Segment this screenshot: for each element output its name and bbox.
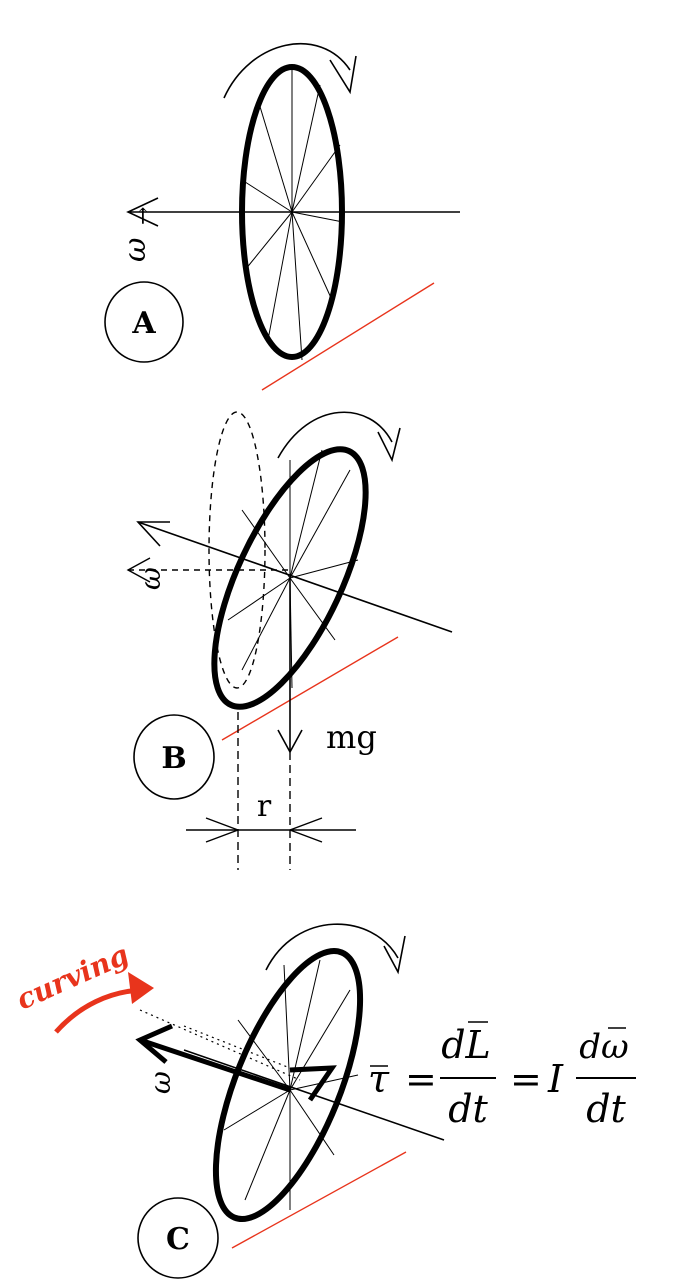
dashed-omega-arrowhead-b: [126, 557, 151, 583]
torque-arrow-c: [289, 1065, 337, 1102]
ground-line-a: [261, 282, 435, 391]
curving-label-c: curving: [11, 938, 133, 1017]
rotation-arrowhead-a: [329, 55, 357, 95]
equation-c: τ = dL dt = I dω dt: [368, 1021, 636, 1131]
panel-label-a: A: [131, 306, 156, 341]
equation-dL: dL: [441, 1023, 491, 1067]
omega-label-a: ω: [118, 238, 153, 262]
dotted-guide-upper-c: [139, 1009, 301, 1081]
omega-arrow-a: →: [131, 207, 156, 225]
equation-dt-2: dt: [586, 1087, 626, 1131]
ground-line-c: [231, 1151, 407, 1249]
equation-tau: τ: [368, 1057, 390, 1101]
wheel-rim-a: [239, 64, 345, 360]
rotation-arrowhead-c: [383, 935, 406, 975]
equation-domega: dω: [579, 1027, 629, 1067]
rotation-arrowhead-b: [377, 427, 401, 463]
equation-I: I: [547, 1057, 564, 1101]
weight-label-b: mg: [326, 718, 377, 756]
omega-label-b: ω: [134, 567, 167, 590]
axle-arrowhead-a: [126, 197, 159, 227]
dimension-arrow-left-b: [205, 817, 240, 843]
rotation-arc-a: [223, 43, 351, 99]
wheel-rim-c: [212, 947, 364, 1223]
panel-label-circle-c: [137, 1197, 219, 1279]
spokes-c: [223, 959, 359, 1210]
dimension-arrow-right-b: [288, 817, 323, 843]
omega-vector-c: [139, 1037, 291, 1093]
panel-label-b: B: [161, 741, 186, 776]
panel-c: curving ω: [11, 923, 636, 1279]
panel-b: mg ω r B: [126, 411, 453, 870]
dotted-guide-lower-c: [183, 1025, 301, 1073]
panel-label-c: C: [166, 1222, 190, 1257]
curving-arrowhead-c: [128, 972, 154, 1004]
equation-equals-1: =: [405, 1057, 437, 1101]
axle-arrowhead-b: [136, 521, 170, 547]
panel-a: ω → A: [104, 43, 460, 391]
previous-wheel-position-b: [208, 411, 266, 689]
spokes-a: [241, 70, 344, 361]
rotation-arc-c: [265, 923, 399, 971]
wheel-rim-b: [211, 446, 369, 710]
rotation-arc-b: [277, 411, 393, 459]
equation-dt-1: dt: [448, 1087, 488, 1131]
omega-label-c: ω: [144, 1071, 177, 1094]
radius-label-b: r: [257, 789, 272, 824]
spokes-b: [227, 449, 359, 689]
panel-label-circle-b: [133, 714, 215, 800]
panel-label-circle-a: [104, 281, 184, 363]
ground-line-b: [221, 636, 399, 741]
equation-equals-2: =: [510, 1057, 542, 1101]
omega-vector-arrowhead-c: [135, 1023, 174, 1064]
